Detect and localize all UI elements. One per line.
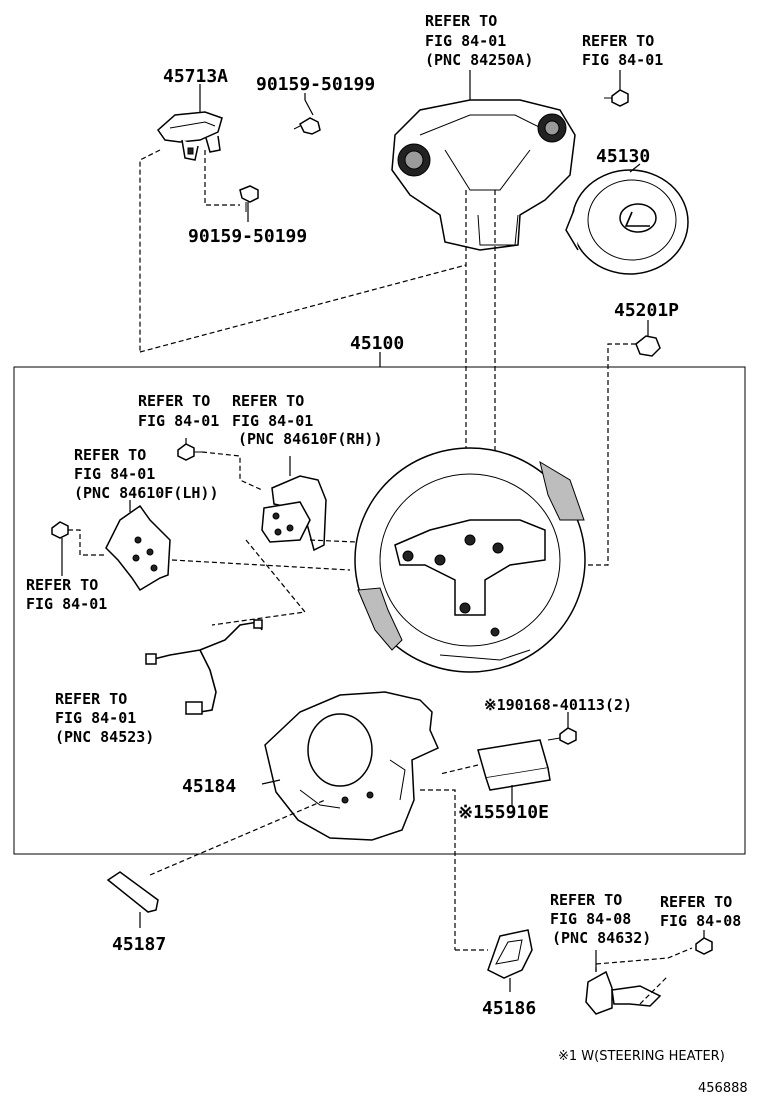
part-45186: 45186 bbox=[482, 998, 536, 1019]
refer-left-screw-line2: FIG 84-01 bbox=[138, 412, 219, 430]
part-45201p: 45201P bbox=[614, 300, 679, 321]
switch-84632-drawing bbox=[585, 947, 693, 1015]
part-55910e: ※155910E bbox=[458, 802, 549, 823]
wire-harness-84523-drawing bbox=[145, 619, 263, 715]
refer-84610f-rh-line1: REFER TO bbox=[232, 392, 304, 410]
airbag-45130-drawing bbox=[565, 169, 689, 275]
refer-lower-left-line2: FIG 84-01 bbox=[26, 595, 107, 613]
refer-84610f-lh-line3: (PNC 84610F(LH)) bbox=[74, 484, 219, 502]
part-45130: 45130 bbox=[596, 146, 650, 167]
part-90159-lower: 90159-50199 bbox=[188, 226, 307, 247]
bracket-45713a-drawing bbox=[157, 111, 223, 161]
ecu-55910e-drawing bbox=[477, 739, 551, 791]
steering-pad-84250a-drawing bbox=[391, 99, 576, 251]
refer-lower-left-line1: REFER TO bbox=[26, 576, 98, 594]
refer-84-08-line2: FIG 84-08 bbox=[660, 912, 741, 930]
switch-84610f-lh-drawing bbox=[105, 504, 171, 592]
part-45187: 45187 bbox=[112, 934, 166, 955]
refer-84610f-rh-line3: (PNC 84610F(RH)) bbox=[238, 430, 383, 448]
refer-top-right-line1: REFER TO bbox=[582, 32, 654, 50]
refer-84-08-line1: REFER TO bbox=[660, 893, 732, 911]
trim-45187-drawing bbox=[106, 871, 159, 913]
drawing-number: 456888 bbox=[698, 1081, 748, 1096]
part-45713a: 45713A bbox=[163, 66, 228, 87]
lower-cover-45184-drawing bbox=[264, 691, 439, 841]
bolt-90168-drawing bbox=[547, 727, 577, 745]
refer-84523-line1: REFER TO bbox=[55, 690, 127, 708]
screw-switch-rh bbox=[177, 443, 202, 461]
switch-84610f-rh-drawing bbox=[261, 475, 327, 552]
refer-84523-line2: FIG 84-01 bbox=[55, 709, 136, 727]
refer-84523-line3: (PNC 84523) bbox=[55, 728, 154, 746]
refer-84250a-line3: (PNC 84250A) bbox=[425, 51, 533, 69]
refer-84632-line2: FIG 84-08 bbox=[550, 910, 631, 928]
screw-84-08 bbox=[695, 937, 713, 955]
cover-45186-drawing bbox=[487, 929, 533, 979]
steering-wheel-45100-drawing bbox=[354, 447, 586, 673]
part-90159-upper: 90159-50199 bbox=[256, 74, 375, 95]
footnote: ※1 W(STEERING HEATER) bbox=[558, 1049, 725, 1064]
refer-84610f-rh-line2: FIG 84-01 bbox=[232, 412, 313, 430]
part-45184: 45184 bbox=[182, 776, 236, 797]
refer-84610f-lh-line1: REFER TO bbox=[74, 446, 146, 464]
screw-switch-lh bbox=[51, 521, 69, 539]
bolt-90159-upper bbox=[293, 117, 321, 135]
cap-45201p-drawing bbox=[635, 335, 661, 357]
refer-84250a-line2: FIG 84-01 bbox=[425, 32, 506, 50]
refer-top-right-line2: FIG 84-01 bbox=[582, 51, 663, 69]
refer-84632-line1: REFER TO bbox=[550, 891, 622, 909]
part-45100: 45100 bbox=[350, 333, 404, 354]
part-90168: ※190168-40113(2) bbox=[484, 696, 632, 714]
refer-84610f-lh-line2: FIG 84-01 bbox=[74, 465, 155, 483]
screw-top-right bbox=[604, 89, 629, 107]
refer-left-screw-line1: REFER TO bbox=[138, 392, 210, 410]
refer-84250a-line1: REFER TO bbox=[425, 12, 497, 30]
bolt-90159-lower bbox=[239, 185, 259, 212]
refer-84632-line3: (PNC 84632) bbox=[552, 929, 651, 947]
